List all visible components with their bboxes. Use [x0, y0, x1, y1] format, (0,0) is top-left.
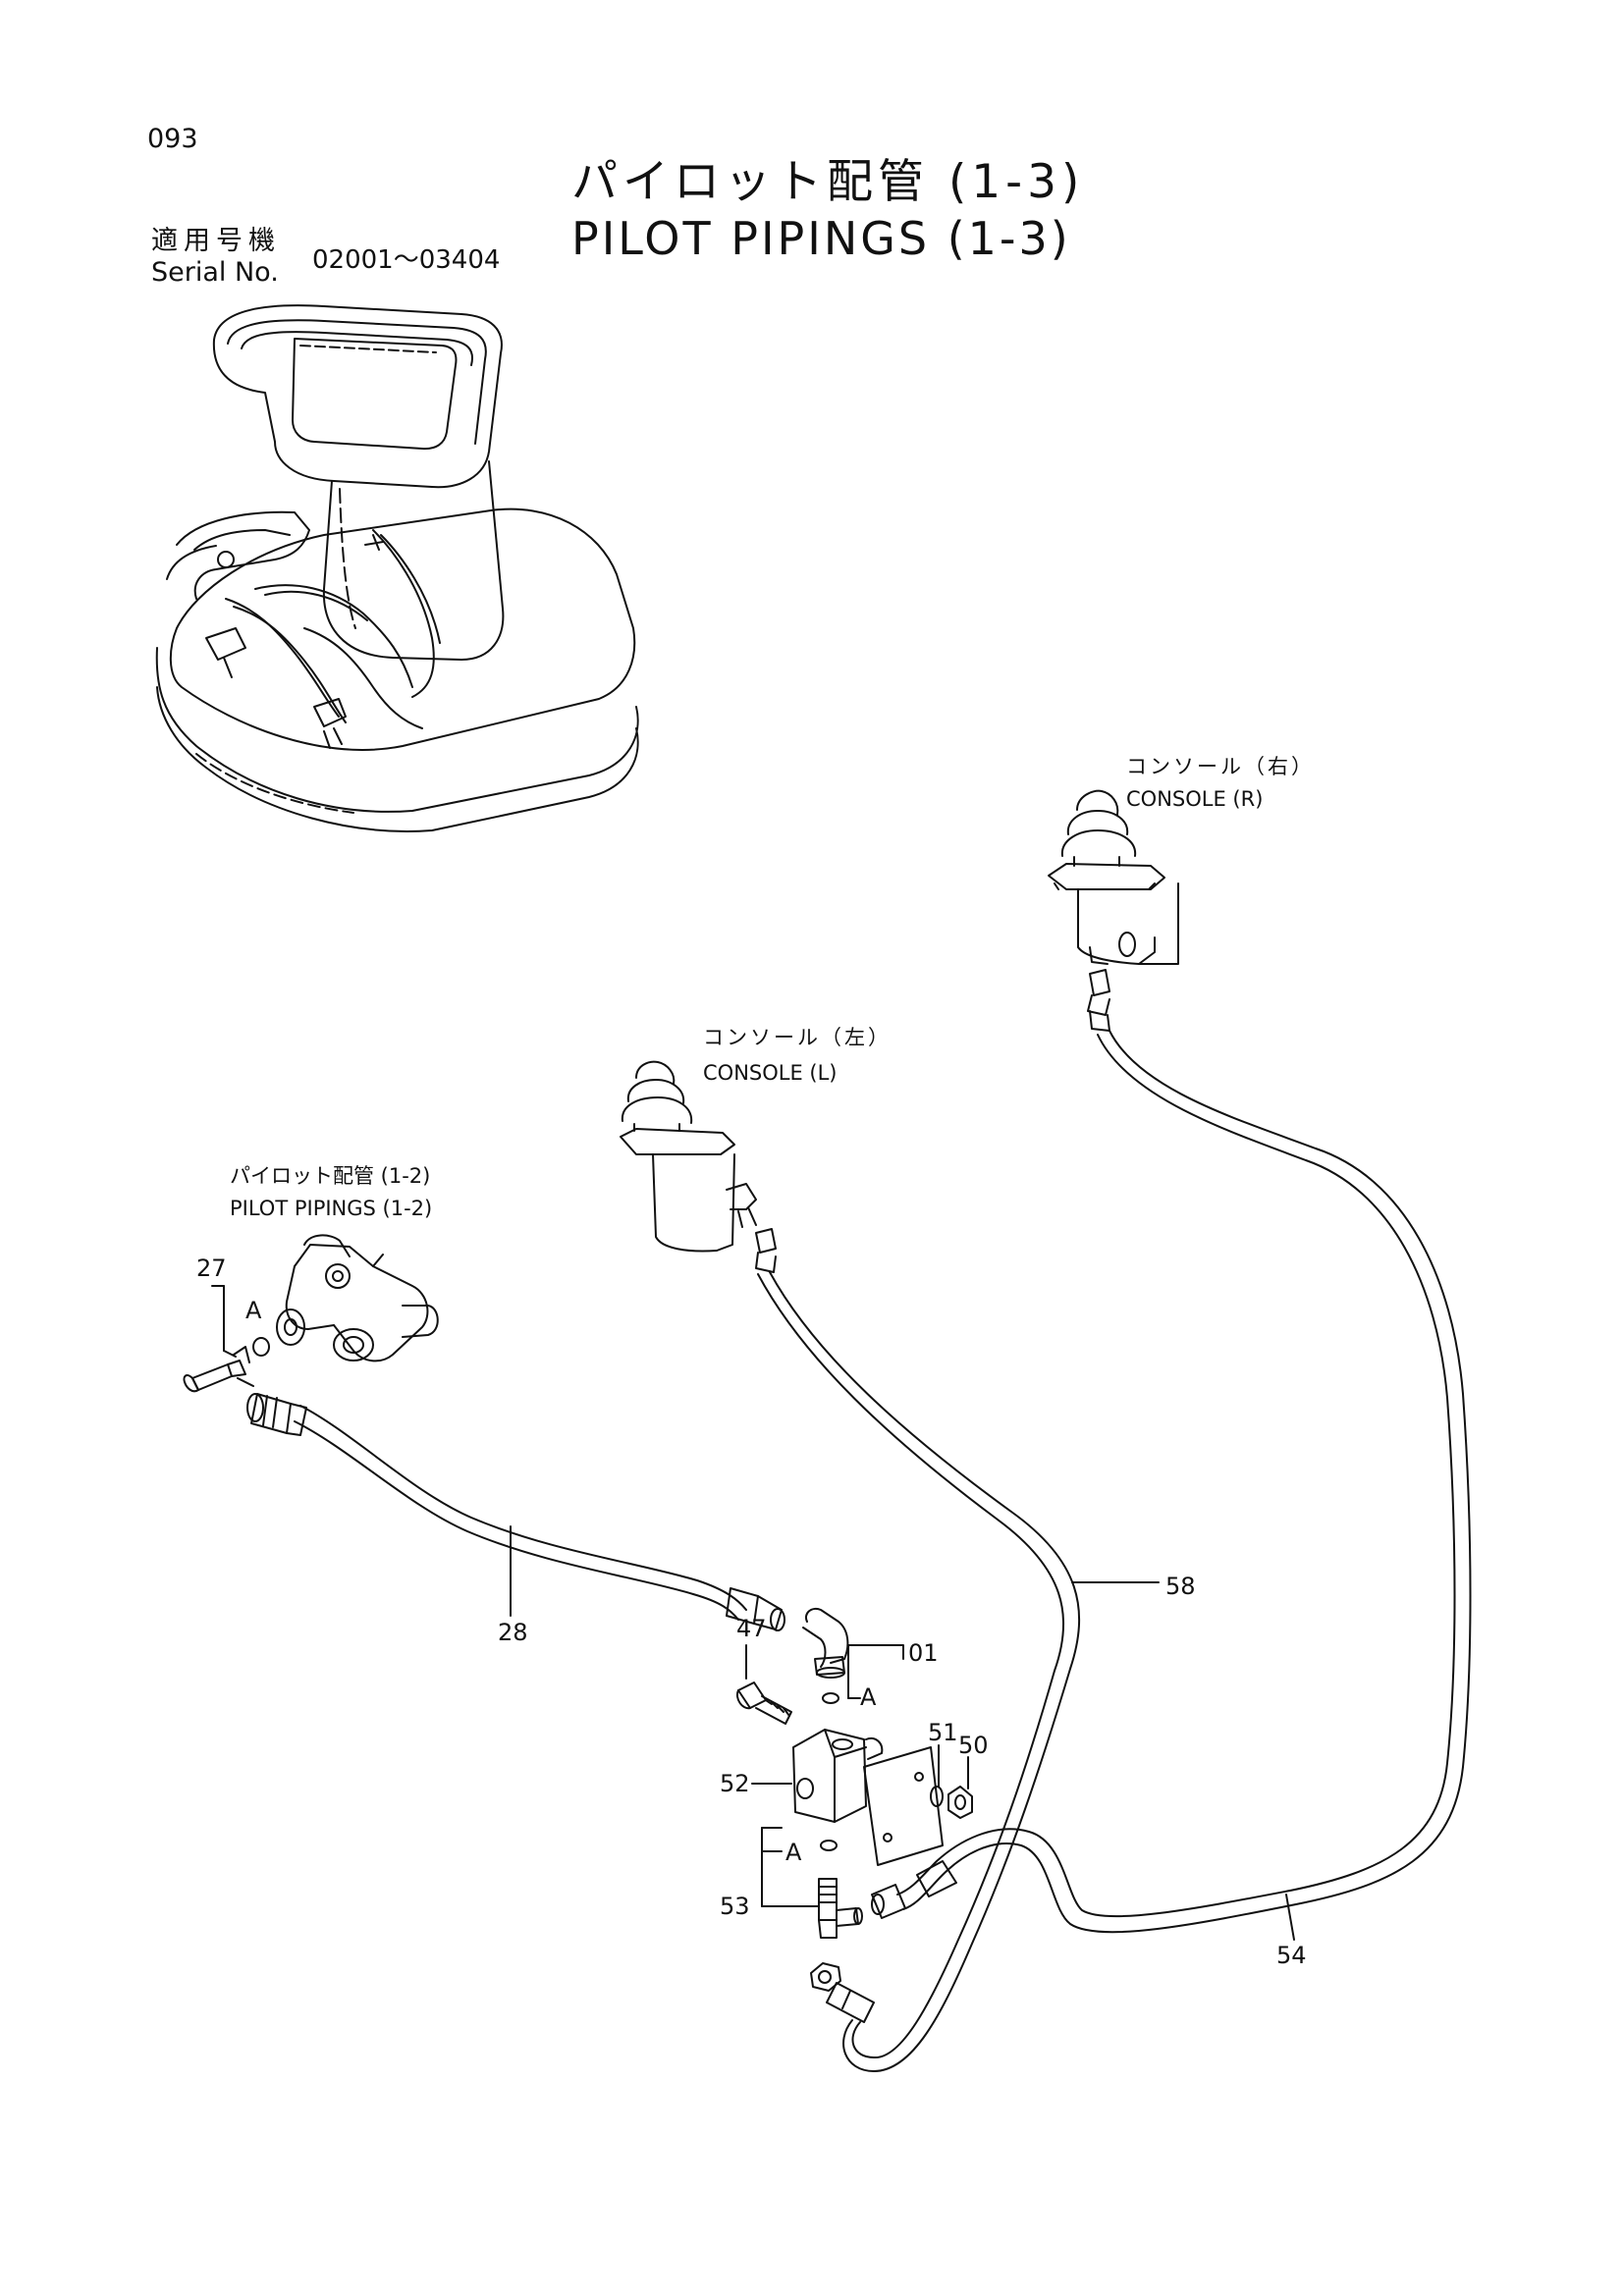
- serial-range: 02001～03404: [312, 245, 501, 275]
- tee-fitting-53: [811, 1879, 862, 1991]
- junction-block-52: [793, 1730, 972, 1865]
- part-number-58: 58: [1165, 1573, 1196, 1600]
- pilot-pipings-1-2-reference-valve: [184, 1235, 437, 1391]
- console-right-pilot-valve: [1049, 791, 1178, 1031]
- console-right-label-jp: コンソール（右）: [1126, 755, 1315, 778]
- bolt-47: [737, 1682, 791, 1724]
- console-right-label-en: CONSOLE (R): [1126, 787, 1264, 811]
- hose-58: [758, 1272, 1079, 2071]
- console-left-label-jp: コンソール（左）: [703, 1026, 892, 1049]
- hose-54: [872, 1031, 1471, 1932]
- serial-label-english: Serial No.: [151, 257, 279, 288]
- console-left-label-en: CONSOLE (L): [703, 1061, 838, 1085]
- page-title-japanese: パイロット配管 (1-3): [571, 155, 1085, 209]
- detail-marker-a-top: A: [860, 1683, 877, 1711]
- ref-pilot-label-jp: パイロット配管 (1-2): [230, 1164, 431, 1188]
- operator-seat-overview-sketch: [157, 305, 638, 831]
- part-number-51: 51: [928, 1719, 958, 1746]
- part-number-28: 28: [498, 1619, 528, 1646]
- page-number: 093: [147, 124, 198, 154]
- part-number-01: 01: [908, 1639, 939, 1667]
- console-left-pilot-valve: [621, 1062, 776, 1272]
- serial-label-japanese: 適用号機: [151, 226, 281, 256]
- part-number-27: 27: [196, 1255, 227, 1282]
- page-title-english: PILOT PIPINGS (1-3): [571, 212, 1071, 265]
- part-number-54: 54: [1276, 1942, 1307, 1969]
- detail-marker-a-left: A: [245, 1297, 262, 1324]
- leader-lines: [511, 1526, 1294, 1940]
- elbow-fitting-01: [803, 1609, 847, 1703]
- part-number-53: 53: [720, 1893, 750, 1920]
- detail-marker-a-bottom: A: [785, 1839, 802, 1866]
- ref-pilot-label-en: PILOT PIPINGS (1-2): [230, 1197, 433, 1220]
- hose-28: [247, 1394, 784, 1630]
- part-number-50: 50: [958, 1732, 989, 1759]
- part-number-52: 52: [720, 1770, 750, 1797]
